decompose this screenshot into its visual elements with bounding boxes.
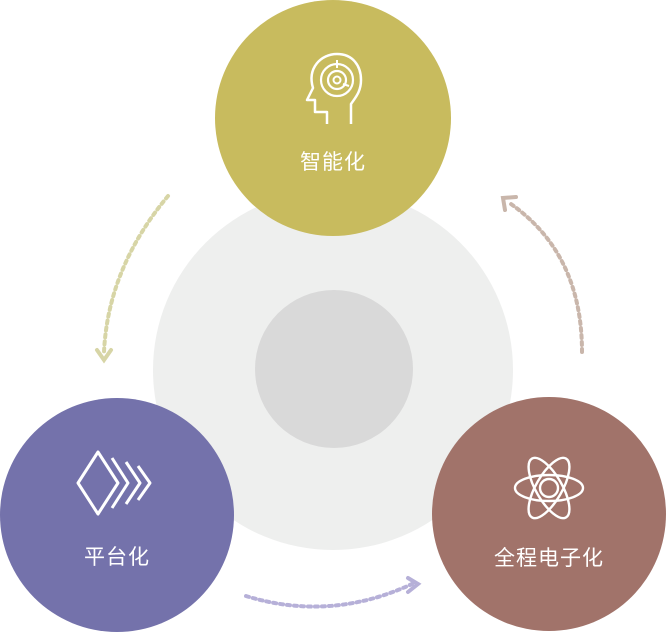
node-intelligent: 智能化 [215, 0, 451, 236]
layered-diamonds-icon [76, 450, 152, 516]
node-label-intelligent: 智能化 [300, 150, 366, 174]
node-label-electronic: 全程电子化 [494, 546, 604, 570]
arrow-right-to-top [500, 195, 584, 354]
brain-head-icon [305, 52, 363, 124]
node-electronic: 全程电子化 [432, 397, 666, 631]
arrow-top-to-left [95, 194, 170, 364]
atom-icon [513, 456, 585, 520]
arrow-left-to-right [244, 576, 422, 609]
center-inner-circle [255, 290, 413, 448]
node-platform: 平台化 [0, 398, 234, 632]
node-label-platform: 平台化 [84, 545, 150, 569]
